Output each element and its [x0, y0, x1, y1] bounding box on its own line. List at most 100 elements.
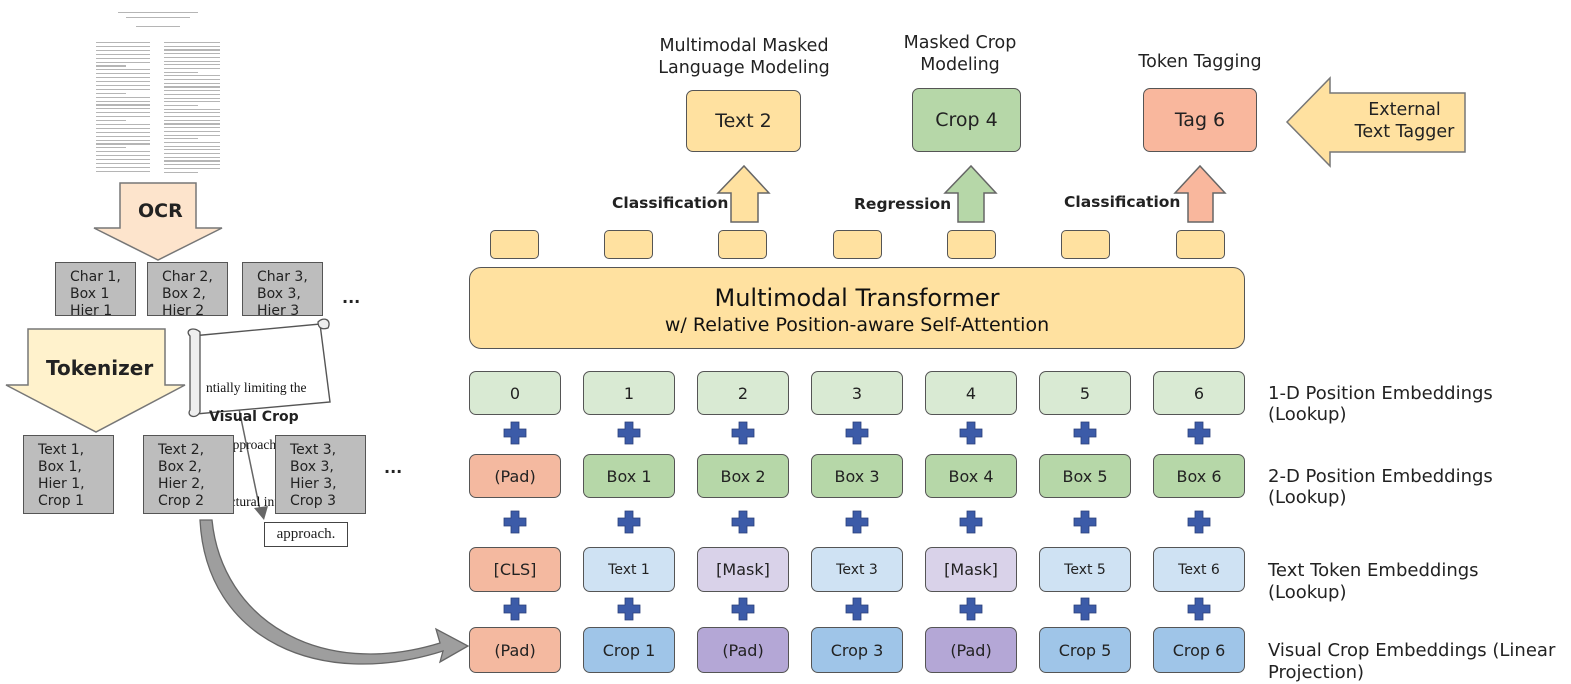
pos1d-embedding-1: 1: [583, 371, 675, 415]
plus-icon: [845, 421, 869, 445]
plus-icon: [503, 597, 527, 621]
pos1d-embedding-0: 0: [469, 371, 561, 415]
classification-arrow-2: [1173, 164, 1227, 223]
plus-icon: [1187, 421, 1211, 445]
transformer-block: Multimodal Transformer w/ Relative Posit…: [469, 267, 1245, 349]
document-text-line: [96, 123, 150, 126]
plus-icon: [503, 510, 527, 534]
plus-icon: [845, 597, 869, 621]
document-text-line: [164, 141, 220, 144]
document-text-line: [96, 77, 150, 79]
document-text-line: [164, 156, 220, 158]
document-text-line: [164, 149, 220, 151]
token-ellipsis: ...: [384, 458, 403, 477]
document-text-line: [96, 96, 150, 98]
document-text-line: [96, 162, 150, 165]
scroll-line-1: ntially limiting the: [206, 380, 307, 395]
document-text-line: [96, 61, 150, 63]
plus-icon: [959, 597, 983, 621]
plus-icon: [503, 421, 527, 445]
crop-task: Regression: [854, 195, 952, 213]
transformer-subtitle: w/ Relative Position-aware Self-Attentio…: [664, 314, 1050, 336]
token-cell-3: Text 3, Box 3, Hier 3, Crop 3: [275, 435, 366, 514]
pos2d-embedding-0: (Pad): [469, 454, 561, 498]
tokenizer-arrow: [5, 328, 186, 433]
document-text-line: [96, 84, 150, 87]
external-tagger-label: External Text Tagger: [1354, 100, 1455, 142]
pos1d-row-label: 1-D Position Embeddings (Lookup): [1268, 383, 1493, 425]
pos2d-embedding-2: Box 2: [697, 454, 789, 498]
output-token-2: [718, 230, 767, 259]
document-text-line: [164, 160, 220, 162]
tag-task: Classification: [1064, 193, 1181, 211]
document-text-line: [164, 119, 220, 121]
document-text-line: [96, 92, 126, 94]
external-tagger-arrow: [1285, 76, 1466, 168]
document-text-line: [164, 104, 198, 107]
tag-target: Tag 6: [1143, 88, 1257, 152]
transformer-title: Multimodal Transformer: [714, 284, 1000, 312]
regression-arrow: [943, 164, 998, 223]
plus-icon: [1073, 510, 1097, 534]
plus-icon: [731, 597, 755, 621]
pos2d-row-label: 2-D Position Embeddings (Lookup): [1268, 466, 1493, 508]
document-text-line: [164, 53, 220, 55]
pos2d-embedding-1: Box 1: [583, 454, 675, 498]
pos2d-embedding-3: Box 3: [811, 454, 903, 498]
plus-icon: [617, 421, 641, 445]
document-text-line: [164, 130, 220, 132]
document-text-line: [164, 138, 198, 140]
char-ellipsis: ...: [342, 288, 361, 307]
crop-title: Masked Crop Modeling: [903, 33, 1017, 75]
scroll-paper: [187, 318, 331, 418]
crop-embedding-5: Crop 5: [1039, 627, 1131, 673]
tag-title: Token Tagging: [1138, 52, 1262, 72]
document-text-line: [164, 90, 220, 92]
output-token-4: [947, 230, 996, 259]
document-text-line: [126, 17, 190, 19]
output-token-0: [490, 230, 539, 259]
document-text-line: [96, 131, 150, 133]
document-text-line: [96, 170, 150, 172]
document-text-line: [96, 65, 126, 67]
pos2d-embedding-4: Box 4: [925, 454, 1017, 498]
output-token-3: [833, 230, 882, 259]
document-text-line: [136, 26, 180, 28]
document-text-line: [96, 127, 150, 129]
document-text-line: [96, 69, 150, 71]
document-text-line: [164, 134, 220, 136]
plus-icon: [1187, 510, 1211, 534]
pos1d-embedding-4: 4: [925, 371, 1017, 415]
document-text-line: [96, 159, 150, 161]
classification-arrow-1: [716, 164, 771, 223]
output-token-5: [1061, 230, 1110, 259]
document-text-line: [96, 88, 150, 90]
document-text-line: [164, 93, 220, 95]
mlm-title: Multimodal Masked Language Modeling: [658, 36, 830, 78]
document-text-line: [118, 12, 198, 14]
char-cell-2: Char 2, Box 2, Hier 2: [147, 262, 228, 319]
pos1d-embedding-5: 5: [1039, 371, 1131, 415]
document-text-line: [164, 75, 220, 77]
char-cell-1: Char 1, Box 1 Hier 1: [55, 262, 136, 319]
text-embedding-2: [Mask]: [697, 547, 789, 592]
mlm-target: Text 2: [686, 90, 801, 152]
crop-embedding-6: Crop 6: [1153, 627, 1245, 673]
crop-connector-head: [254, 506, 268, 520]
document-text-line: [96, 100, 150, 102]
token-cell-1: Text 1, Box 1, Hier 1, Crop 1: [23, 435, 114, 514]
document-text-line: [164, 116, 220, 118]
ocr-arrow: [93, 182, 223, 261]
crop-embedding-2: (Pad): [697, 627, 789, 673]
document-text-line: [164, 82, 220, 84]
crop-word-box: approach.: [264, 522, 348, 547]
document-text-line: [96, 104, 150, 106]
tokenizer-label: Tokenizer: [46, 356, 154, 380]
plus-icon: [845, 510, 869, 534]
document-text-line: [96, 143, 150, 145]
text-embedding-1: Text 1: [583, 547, 675, 592]
document-text-line: [164, 171, 198, 173]
document-text-line: [164, 56, 220, 58]
document-text-line: [96, 112, 150, 114]
